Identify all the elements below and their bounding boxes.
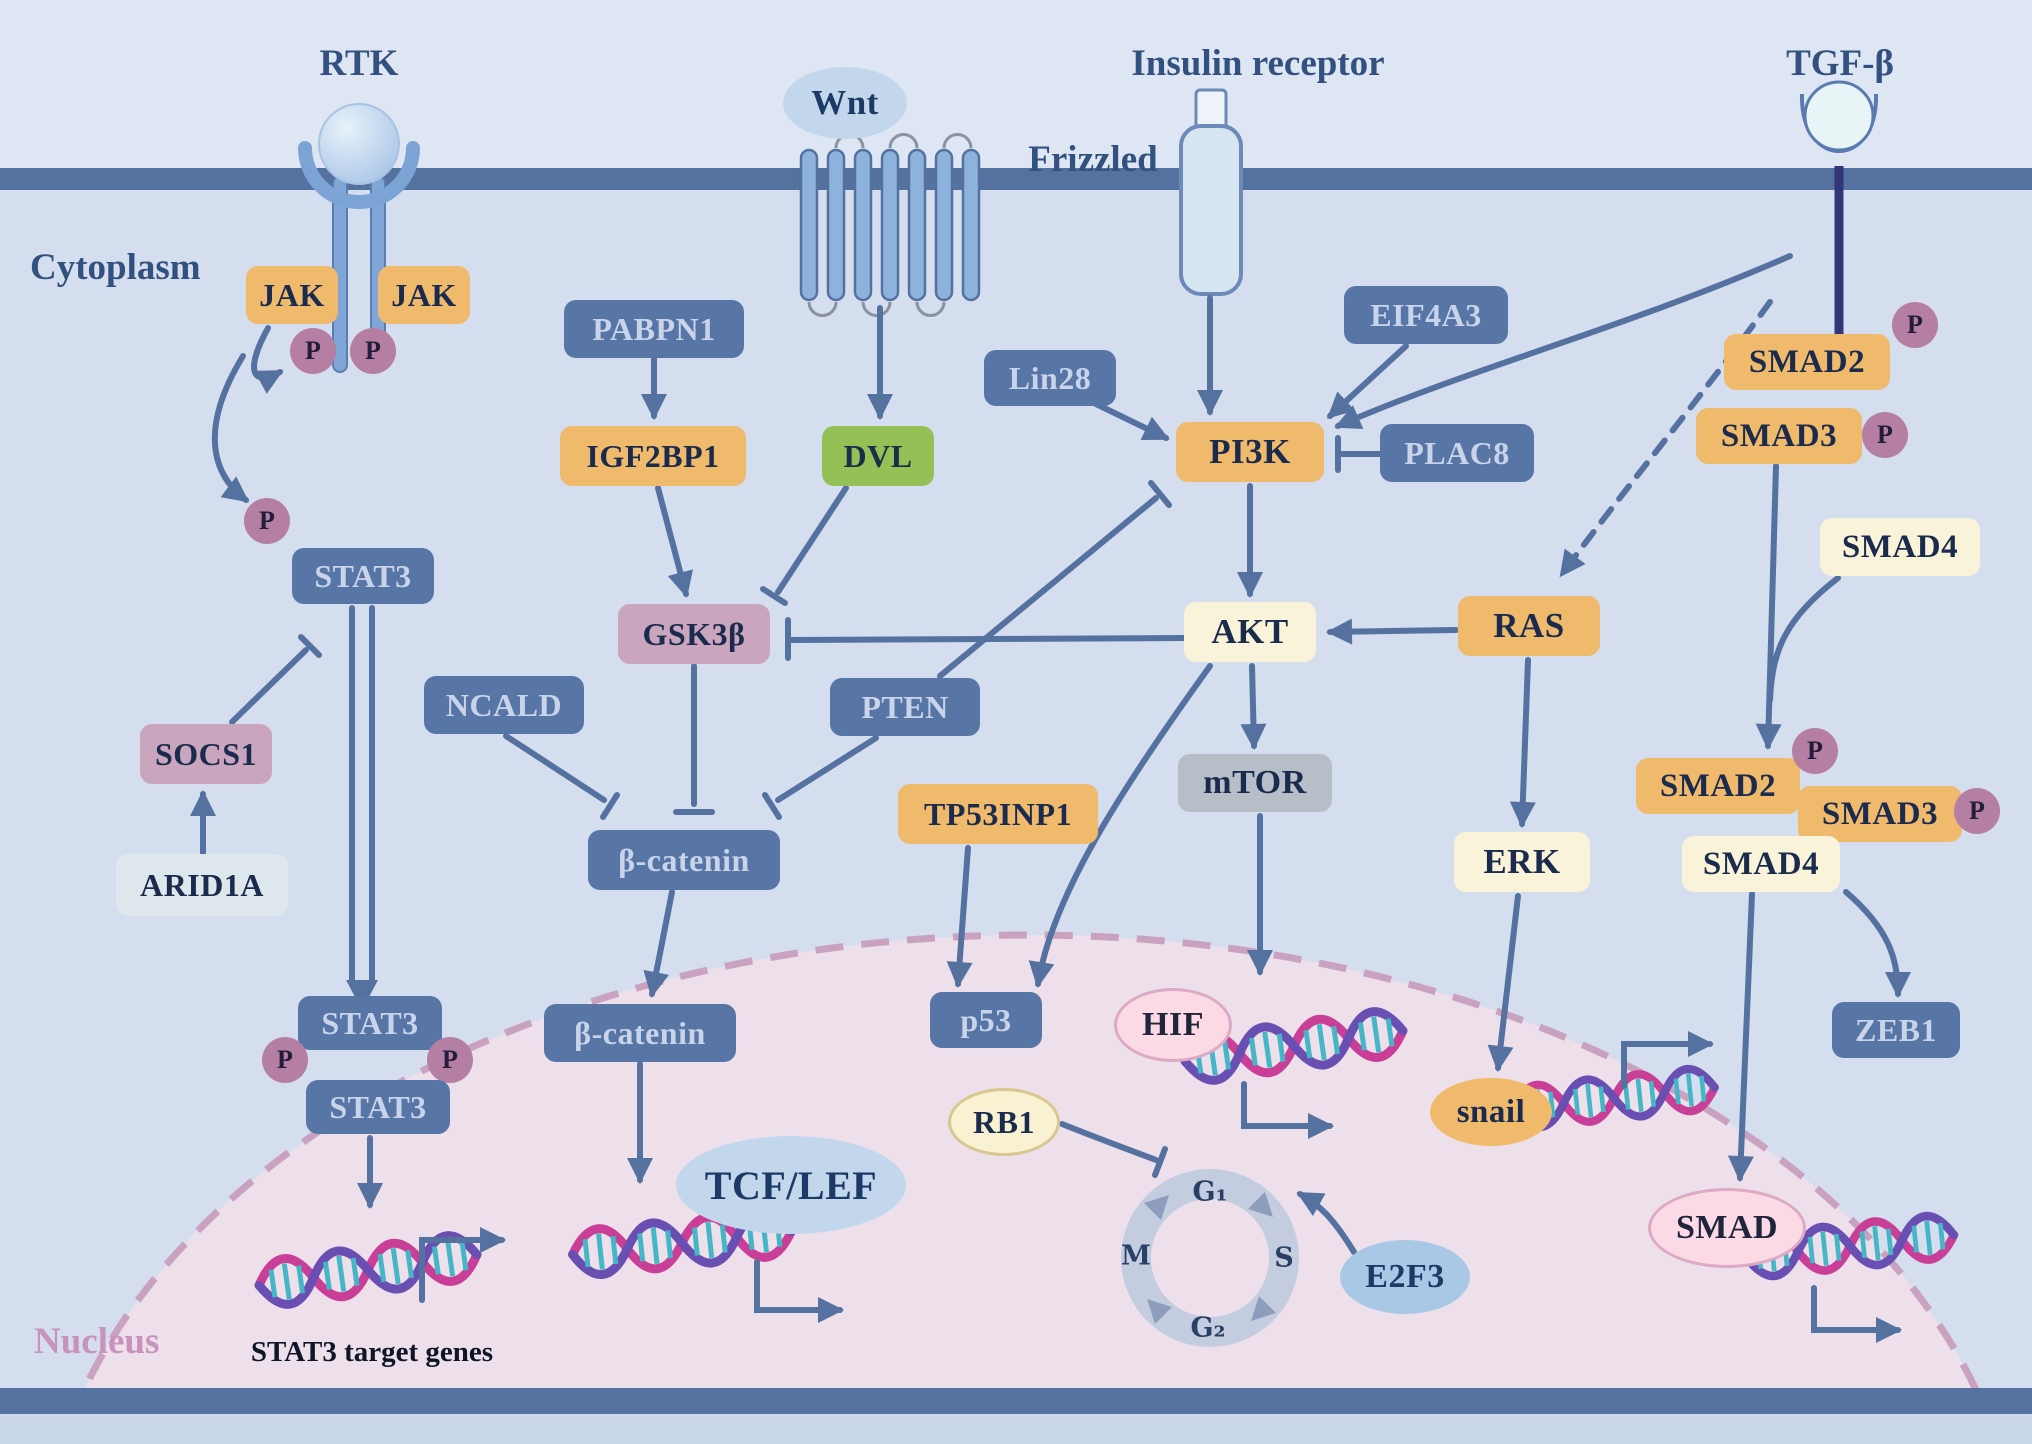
nucleus-shape xyxy=(58,931,2002,1444)
arrow-eif4a3-pi3k xyxy=(1327,343,1409,419)
smad-nucleus-node: SMAD xyxy=(1648,1188,1806,1268)
phospho-badge: P xyxy=(1892,302,1938,348)
arrow-tp53inp1-p53 xyxy=(946,845,973,988)
smad2-complex-node: SMAD2 xyxy=(1636,758,1800,814)
phospho-badge: P xyxy=(1954,788,2000,834)
insulin-receptor-icon xyxy=(1179,88,1243,296)
plasma-membrane-top xyxy=(0,168,2032,190)
socs1-node: SOCS1 xyxy=(140,724,272,784)
transcription-arrow-hif xyxy=(1241,1081,1334,1139)
smad3-complex-node: SMAD3 xyxy=(1798,786,1962,842)
smad4-complex-node: SMAD4 xyxy=(1682,836,1840,892)
membrane-bottom xyxy=(0,1388,2032,1414)
inhibit-dvl-gsk3b xyxy=(775,485,849,595)
stat3-target-genes-label: STAT3 target genes xyxy=(250,1336,494,1368)
phospho-badge: P xyxy=(244,498,290,544)
arrow-lin28-pi3k xyxy=(1093,401,1170,441)
arrowhead-stat3-dimer xyxy=(346,980,378,1010)
arrow-jak-phospho xyxy=(251,325,284,394)
arid1a-node: ARID1A xyxy=(116,854,288,916)
plac8-node: PLAC8 xyxy=(1380,424,1534,482)
pten-node: PTEN xyxy=(830,678,980,736)
phospho-badge: P xyxy=(1862,412,1908,458)
pabpn1-node: PABPN1 xyxy=(564,300,744,358)
rtk-label: RTK xyxy=(319,43,399,84)
arrow-bcatenin-nucleus xyxy=(643,889,675,998)
dvl-node: DVL xyxy=(822,426,934,486)
phospho-badge: P xyxy=(427,1037,473,1083)
bottom-strip xyxy=(0,1414,2032,1444)
wnt-ligand: Wnt xyxy=(783,67,907,139)
mtor-node: mTOR xyxy=(1178,754,1332,812)
transcription-arrow-smad xyxy=(1811,1285,1902,1343)
akt-node: AKT xyxy=(1184,602,1316,662)
ncald-node: NCALD xyxy=(424,676,584,734)
nucleus-label: Nucleus xyxy=(34,1321,160,1362)
insulin-receptor-label: Insulin receptor xyxy=(1131,43,1385,84)
phospho-badge: P xyxy=(262,1037,308,1083)
tcf-lef-node: TCF/LEF xyxy=(676,1136,906,1234)
tgfb-receptor-icon xyxy=(1799,80,1879,336)
igf2bp1-node: IGF2BP1 xyxy=(560,426,746,486)
frizzled-receptor-icon xyxy=(799,133,981,317)
phospho-badge: P xyxy=(350,328,396,374)
stat3-node: STAT3 xyxy=(292,548,434,604)
arrow-e2f3-cellcycle xyxy=(1296,1191,1357,1255)
tp53inp1-node: TP53INP1 xyxy=(898,784,1098,844)
jak-left-node: JAK xyxy=(246,266,338,324)
arrow-smad4-join xyxy=(1767,575,1841,703)
phospho-badge: P xyxy=(290,328,336,374)
p53-node: p53 xyxy=(930,992,1042,1048)
smad4-free-node: SMAD4 xyxy=(1820,518,1980,576)
eif4a3-node: EIF4A3 xyxy=(1344,286,1508,344)
arrow-tgfb-ras-dashed xyxy=(1559,299,1773,578)
arrow-complex-zeb1 xyxy=(1843,889,1911,998)
cell-cycle-ring xyxy=(1121,1169,1299,1347)
transcription-arrow-tcf xyxy=(754,1259,844,1323)
arrow-jak-stat3 xyxy=(211,353,250,503)
b-catenin-cytoplasm-node: β-catenin xyxy=(588,830,780,890)
transcription-arrow-snail xyxy=(1621,1031,1714,1089)
b-catenin-nucleus-node: β-catenin xyxy=(544,1004,736,1062)
cell-cycle-g2-label: G₂ xyxy=(1190,1312,1226,1344)
ras-node: RAS xyxy=(1458,596,1600,656)
hif-node: HIF xyxy=(1114,988,1232,1062)
frizzled-label: Frizzled xyxy=(1028,139,1158,180)
cell-cycle-s-label: S xyxy=(1274,1242,1294,1274)
pi3k-node: PI3K xyxy=(1176,422,1324,482)
arrow-ras-erk xyxy=(1509,657,1536,828)
stat3-dimer-top-node: STAT3 xyxy=(298,996,442,1050)
cell-cycle-g1-label: G₁ xyxy=(1192,1176,1228,1208)
rb1-node: RB1 xyxy=(948,1088,1060,1156)
arrow-akt-mtor xyxy=(1240,663,1267,750)
stat3-dimer-bottom-node: STAT3 xyxy=(306,1080,450,1134)
smad2-membrane-node: SMAD2 xyxy=(1724,334,1890,390)
e2f3-node: E2F3 xyxy=(1340,1240,1470,1314)
inhibit-rb1-cellcycle xyxy=(1059,1121,1159,1163)
arrow-smad3-complex xyxy=(1755,463,1782,750)
lin28-node: Lin28 xyxy=(984,350,1116,406)
erk-node: ERK xyxy=(1454,832,1590,892)
inhibit-ncald-bcatenin xyxy=(503,733,607,803)
gsk3b-node: GSK3β xyxy=(618,604,770,664)
inhibit-socs1-stat3 xyxy=(229,647,309,725)
arrow-complex-smad xyxy=(1727,891,1755,1182)
arrow-erk-snail xyxy=(1487,893,1521,1072)
phospho-badge: P xyxy=(1792,728,1838,774)
jak-right-node: JAK xyxy=(378,266,470,324)
smad3-membrane-node: SMAD3 xyxy=(1696,408,1862,464)
arrow-igf2bp1-gsk3b xyxy=(655,485,693,598)
inhibit-akt-gsk3b xyxy=(789,635,1187,643)
snail-node: snail xyxy=(1430,1078,1552,1146)
inhibit-pten-pi3k xyxy=(937,495,1159,679)
arrow-ras-akt xyxy=(1326,618,1459,645)
transcription-arrow-stat3 xyxy=(419,1227,506,1303)
tgfb-label: TGF-β xyxy=(1786,43,1894,84)
cell-cycle-m-label: M xyxy=(1121,1240,1151,1272)
arrow-tgfb-pi3k xyxy=(1334,253,1793,430)
inhibit-pten-bcatenin xyxy=(775,735,879,803)
cytoplasm-label: Cytoplasm xyxy=(30,247,201,288)
zeb1-node: ZEB1 xyxy=(1832,1002,1960,1058)
